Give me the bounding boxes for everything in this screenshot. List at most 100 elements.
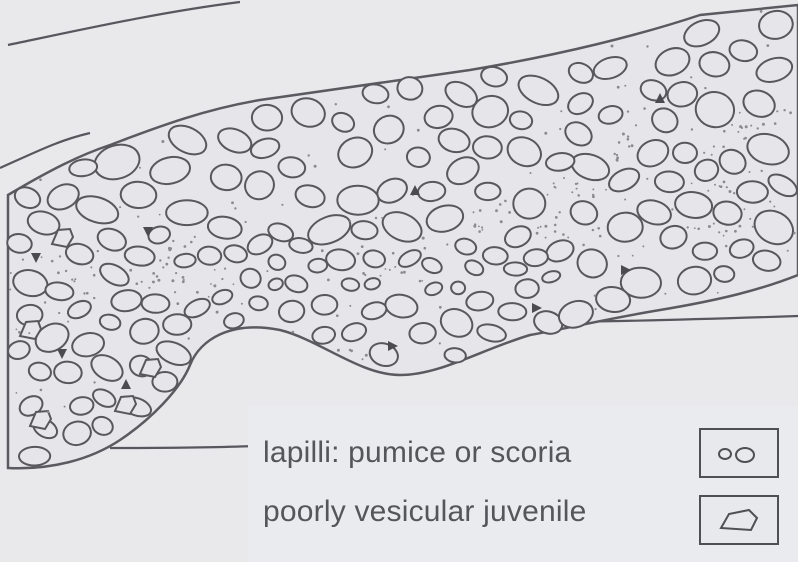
ash-dot — [176, 302, 179, 305]
ash-dot — [90, 266, 92, 268]
ash-dot — [214, 269, 216, 271]
pumice-clast-icon — [515, 279, 540, 299]
pumice-clast-icon — [607, 212, 643, 243]
angular-clast-symbol-icon — [699, 495, 779, 545]
ash-dot — [381, 217, 383, 219]
ash-dot — [74, 278, 76, 280]
ash-dot — [22, 259, 24, 261]
ash-dot — [536, 232, 539, 235]
ash-dot — [157, 279, 160, 282]
pumice-clast-icon — [513, 188, 546, 219]
ash-dot — [210, 283, 212, 285]
ash-dot — [718, 231, 720, 233]
ash-dot — [162, 266, 164, 268]
ash-dot — [361, 245, 364, 248]
ash-dot — [563, 177, 565, 179]
pumice-clast-icon — [197, 246, 222, 266]
ash-dot — [93, 297, 95, 299]
ash-dot — [646, 178, 648, 180]
ash-dot — [687, 226, 689, 228]
ash-dot — [631, 144, 634, 147]
ash-dot — [171, 279, 174, 282]
ash-dot — [266, 270, 268, 272]
ash-dot — [642, 245, 644, 247]
ash-dot — [65, 270, 67, 272]
ash-dot — [739, 112, 741, 114]
ash-dot — [616, 159, 619, 162]
ash-dot — [221, 278, 223, 280]
ash-dot — [757, 127, 759, 129]
ash-dot — [9, 289, 11, 291]
ash-dot — [292, 331, 295, 334]
ash-dot — [380, 275, 382, 277]
ash-dot — [281, 204, 283, 206]
pumice-clast-icon — [308, 258, 328, 273]
ash-dot — [711, 154, 713, 156]
ash-dot — [403, 271, 406, 274]
ash-dot — [473, 211, 475, 213]
ash-dot — [723, 130, 726, 133]
ash-dot — [731, 124, 733, 126]
ash-dot — [744, 137, 747, 140]
ash-dot — [761, 170, 763, 172]
ash-dot — [582, 244, 585, 247]
ash-dot — [554, 230, 557, 233]
ash-dot — [752, 226, 754, 228]
ash-dot — [224, 268, 226, 270]
ash-dot — [139, 167, 141, 169]
pumice-clast-icon — [475, 183, 500, 200]
ash-dot — [365, 354, 368, 357]
ash-dot — [595, 308, 597, 310]
ash-dot — [560, 110, 562, 112]
ash-dot — [697, 228, 700, 231]
ash-dot — [627, 138, 630, 141]
ash-dot — [385, 268, 387, 270]
ash-dot — [547, 194, 549, 196]
ash-dot — [213, 284, 216, 287]
ash-dot — [760, 10, 763, 13]
ash-dot — [691, 128, 693, 130]
ash-dot — [64, 406, 66, 408]
ash-dot — [314, 165, 317, 168]
ash-dot — [165, 263, 168, 266]
ash-dot — [617, 86, 620, 89]
ash-dot — [739, 125, 742, 128]
ash-dot — [577, 194, 580, 197]
ash-dot — [622, 133, 625, 136]
ash-dot — [703, 152, 705, 154]
ash-dot — [762, 123, 765, 126]
ash-dot — [627, 110, 629, 112]
ash-dot — [495, 209, 498, 212]
ash-dot — [245, 221, 247, 223]
ash-dot — [73, 280, 75, 282]
ash-dot — [500, 220, 503, 223]
ash-dot — [592, 195, 595, 198]
ash-dot — [16, 392, 18, 394]
ground-line — [8, 2, 240, 45]
ash-dot — [714, 184, 716, 186]
ash-dot — [241, 303, 243, 305]
ash-dot — [722, 146, 725, 149]
ash-dot — [611, 45, 614, 48]
pumice-clast-icon — [673, 142, 698, 163]
ash-dot — [592, 229, 594, 231]
ash-dot — [787, 250, 789, 252]
pumice-clast-icon — [737, 181, 768, 203]
ash-dot — [28, 332, 30, 334]
ash-dot — [559, 211, 561, 213]
ash-dot — [628, 145, 630, 147]
ash-dot — [58, 312, 60, 314]
pumice-scoria-symbol-icon — [699, 428, 779, 478]
ash-dot — [337, 349, 340, 352]
ash-dot — [168, 248, 171, 251]
pumice-clast-icon — [504, 262, 528, 276]
ash-dot — [617, 255, 619, 257]
ash-dot — [554, 224, 557, 227]
ash-dot — [439, 306, 442, 309]
ash-dot — [481, 226, 483, 228]
ash-dot — [624, 85, 626, 87]
ash-dot — [739, 225, 742, 228]
ash-dot — [616, 154, 618, 156]
ash-dot — [184, 245, 187, 248]
ash-dot — [137, 216, 139, 218]
